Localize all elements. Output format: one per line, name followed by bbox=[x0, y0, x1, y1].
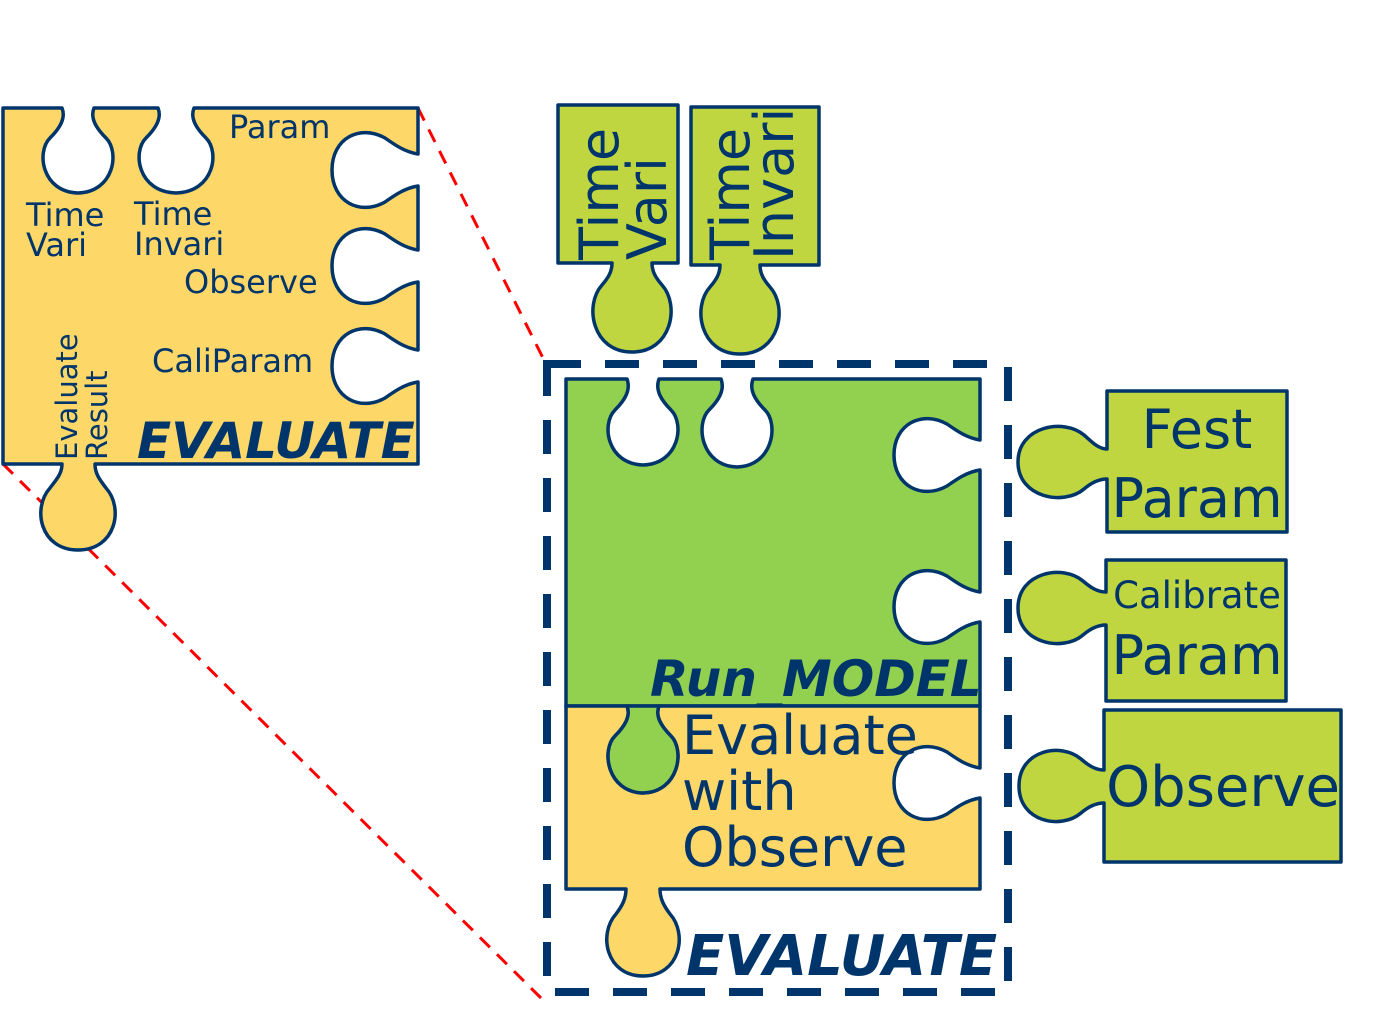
evaluate-with-observe-piece[interactable]: Evaluate with Observe bbox=[564, 704, 982, 978]
detail-time-invari-label-2: Invari bbox=[134, 225, 224, 263]
time-vari-label-2: Vari bbox=[616, 157, 679, 260]
run-model-output-tab bbox=[606, 704, 680, 795]
evaluate-observe-label-3: Observe bbox=[682, 816, 908, 879]
detail-evaluate-piece[interactable]: Param Time Vari Time Invari Observe Cali… bbox=[1, 106, 420, 552]
detail-evaluate-result-label-2: Result bbox=[80, 370, 114, 460]
detail-time-vari-label-1: Time bbox=[25, 196, 104, 234]
time-invari-piece[interactable]: Time Invari bbox=[689, 105, 821, 356]
calibrate-param-piece[interactable]: Calibrate Param bbox=[1016, 558, 1288, 703]
fest-param-label-1: Fest bbox=[1142, 398, 1253, 461]
observe-label: Observe bbox=[1106, 755, 1340, 820]
detail-time-vari-label-2: Vari bbox=[26, 226, 87, 264]
time-vari-label-1: Time bbox=[568, 128, 631, 261]
detail-observe-label: Observe bbox=[184, 263, 318, 301]
zoom-line-bottom bbox=[1, 462, 547, 1004]
zoom-line-top bbox=[416, 107, 547, 363]
detail-time-invari-label-1: Time bbox=[133, 195, 212, 233]
detail-evaluate-result-label-1: Evaluate bbox=[50, 333, 84, 460]
evaluate-observe-label-2: with bbox=[682, 760, 797, 823]
calibrate-param-label-2: Param bbox=[1111, 624, 1282, 687]
observe-piece[interactable]: Observe bbox=[1017, 708, 1343, 864]
run-model-piece[interactable]: Run_MODEL bbox=[564, 377, 982, 708]
evaluate-group-title: EVALUATE bbox=[686, 924, 997, 989]
evaluate-observe-label-1: Evaluate bbox=[682, 704, 918, 767]
time-invari-label-1: Time bbox=[699, 128, 762, 261]
time-vari-piece[interactable]: Time Vari bbox=[556, 103, 680, 354]
calibrate-param-label-1: Calibrate bbox=[1113, 574, 1281, 617]
detail-caliparam-label: CaliParam bbox=[152, 342, 313, 380]
detail-evaluate-title: EVALUATE bbox=[137, 412, 415, 470]
time-invari-label-2: Invari bbox=[743, 108, 806, 260]
fest-param-label-2: Param bbox=[1111, 467, 1282, 530]
run-model-title: Run_MODEL bbox=[650, 650, 982, 708]
detail-param-label: Param bbox=[229, 108, 330, 146]
fest-param-piece[interactable]: Fest Param bbox=[1016, 389, 1289, 534]
evaluate-group-box bbox=[543, 360, 1012, 996]
